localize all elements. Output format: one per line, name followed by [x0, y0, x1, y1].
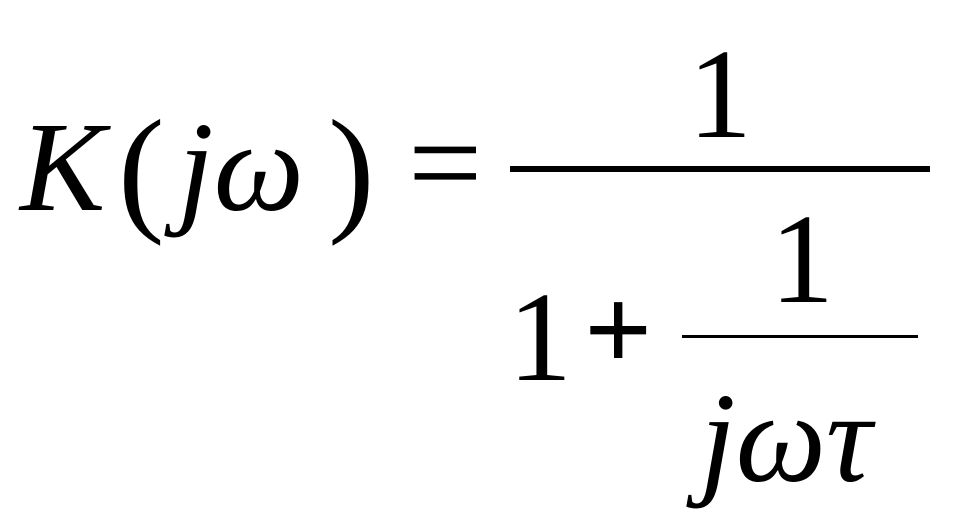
- inner-denominator: jωτ: [700, 367, 872, 509]
- inner-numerator: 1: [770, 188, 834, 330]
- main-numerator: 1: [688, 23, 752, 165]
- plus-sign: +: [584, 263, 653, 396]
- open-parenthesis: (: [118, 92, 165, 247]
- equals-sign: =: [408, 89, 483, 236]
- argument-j-omega: jω: [178, 96, 304, 238]
- close-parenthesis: ): [328, 92, 375, 247]
- inner-fraction-bar: [682, 335, 918, 338]
- main-fraction-bar: [510, 166, 930, 172]
- denominator-constant: 1: [508, 266, 572, 408]
- function-symbol-k: K: [20, 96, 106, 238]
